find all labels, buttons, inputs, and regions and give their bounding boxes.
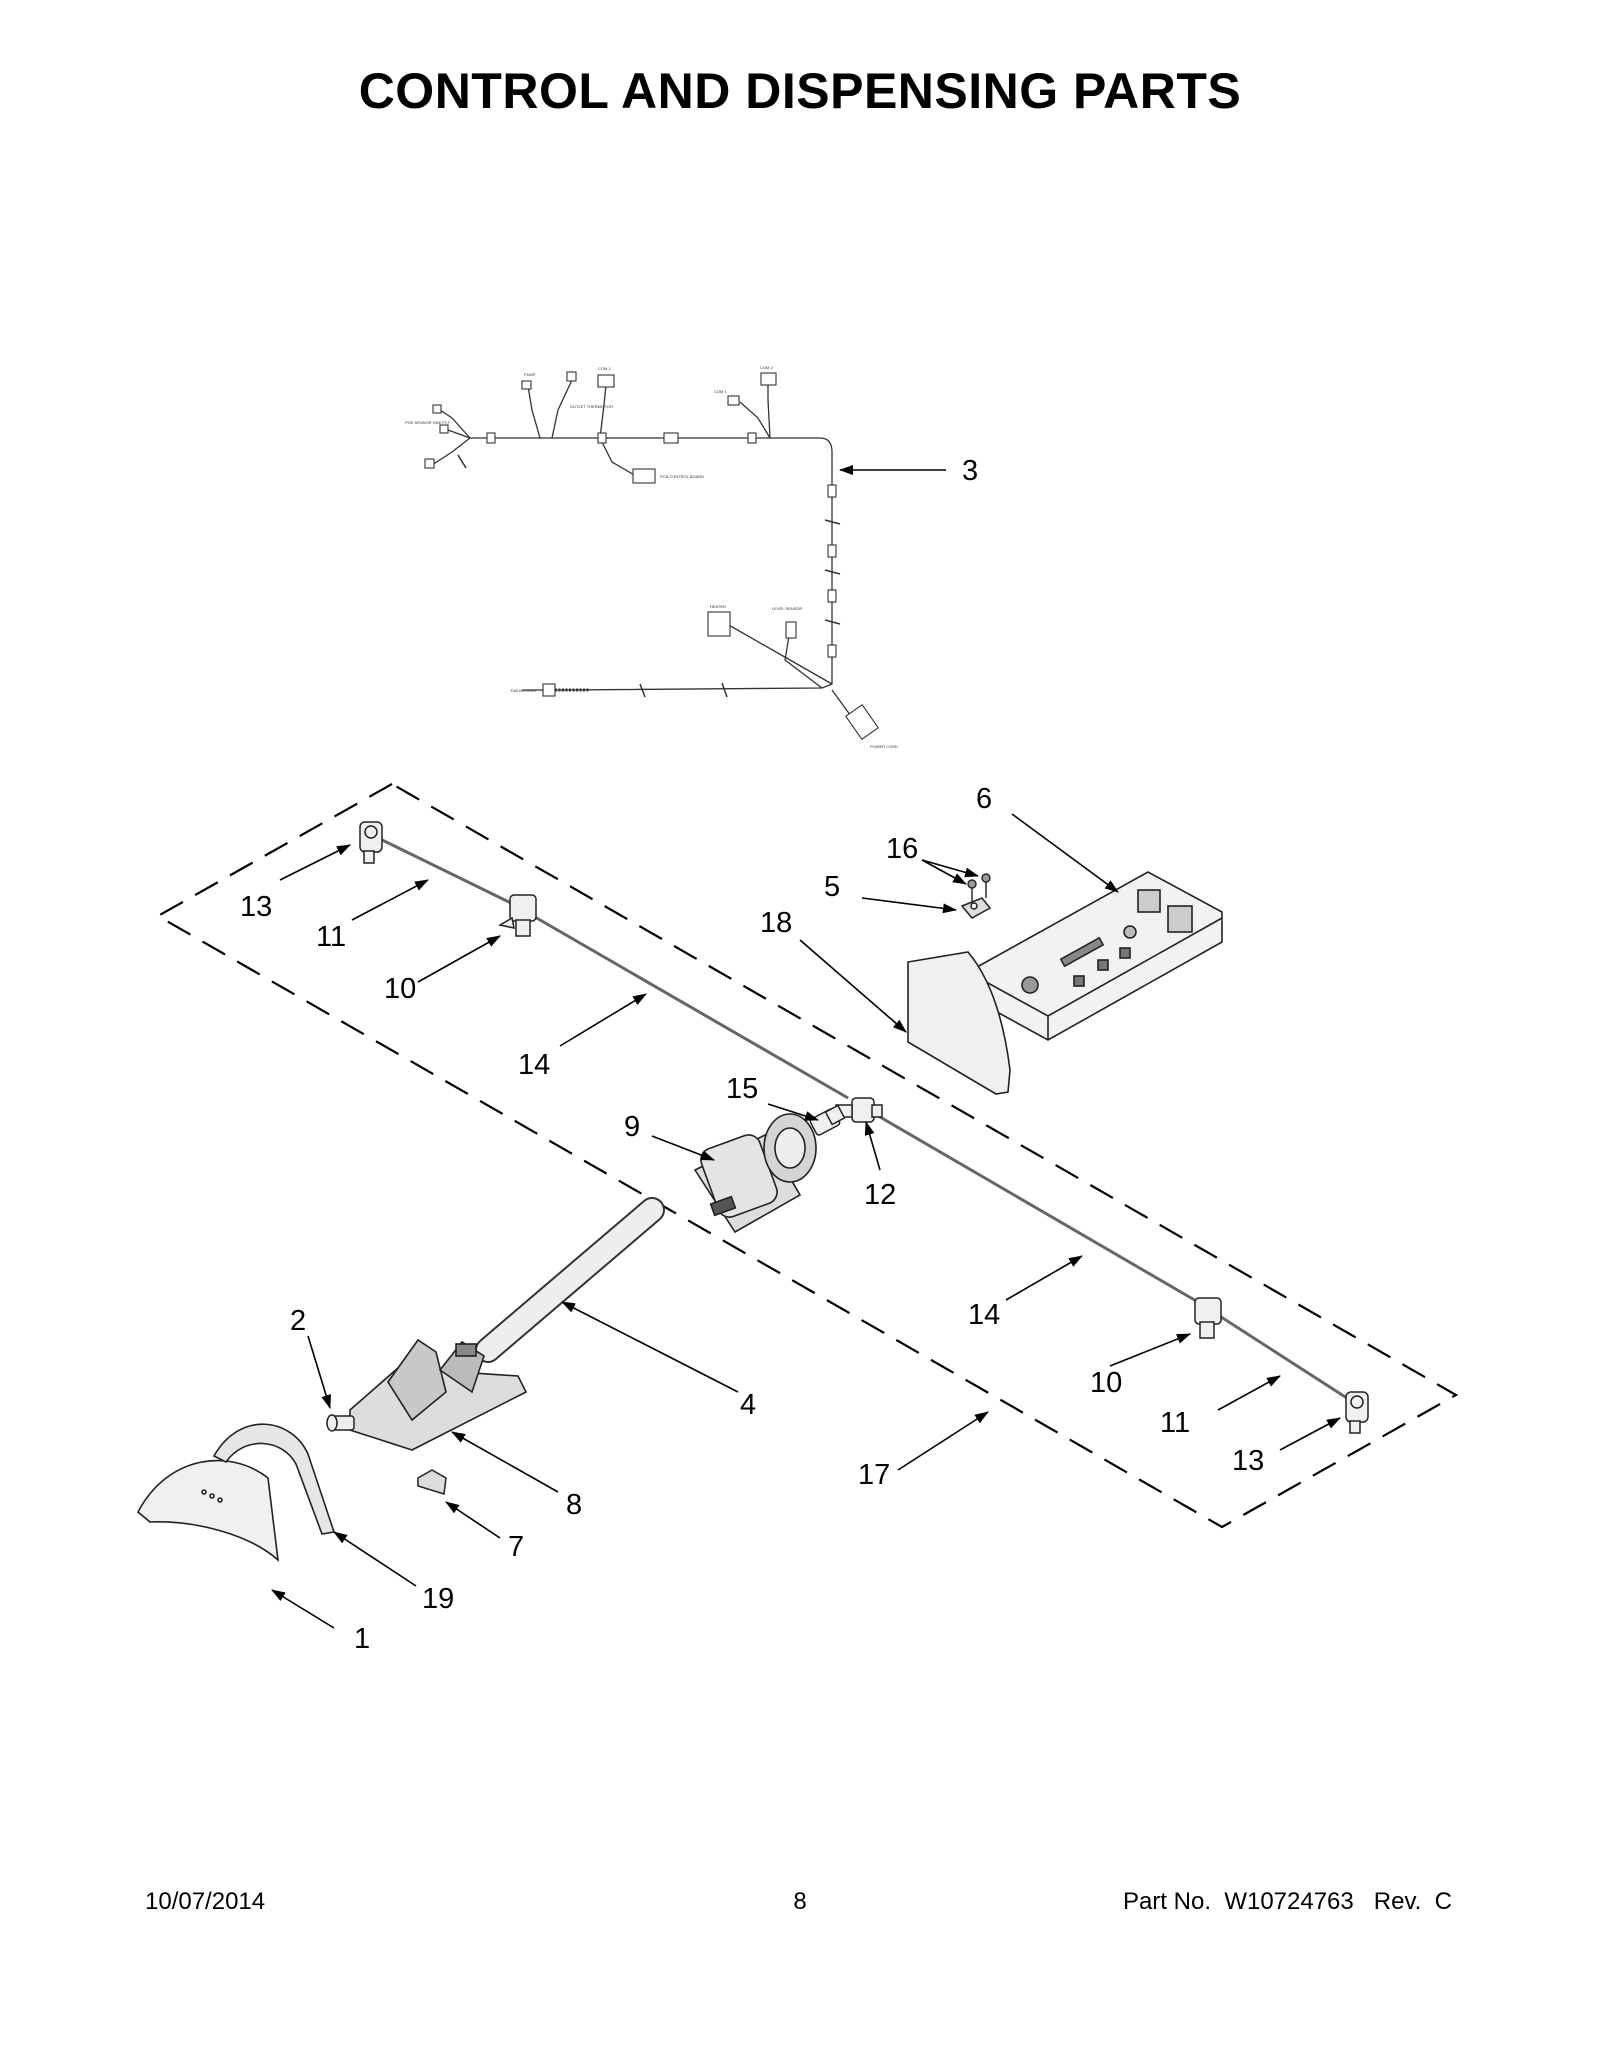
leader-10b [1109, 1333, 1191, 1367]
callout-15: 15 [726, 1073, 758, 1105]
leader-17 [897, 1411, 989, 1471]
callout-3: 3 [962, 455, 978, 487]
callout-16: 16 [886, 833, 918, 865]
wire-harness [431, 379, 861, 729]
leader-14a [559, 993, 647, 1047]
dispenser-clip [417, 1469, 447, 1495]
board-shield [907, 951, 1011, 1095]
dispenser-knob [326, 1414, 355, 1432]
harness-label: HEATER [710, 604, 726, 609]
mounting-bracket [960, 897, 992, 919]
footer-date: 10/07/2014 [145, 1888, 266, 1915]
leader-8 [451, 1431, 559, 1493]
harness-label: COM 1 [714, 389, 727, 394]
callout-numbers: 13 11 10 14 3 6 16 5 18 15 9 12 14 10 11… [240, 455, 1264, 1655]
callout-4: 4 [740, 1389, 756, 1421]
leader-10a [417, 935, 501, 983]
harness-label: TUB BLOWER [510, 688, 537, 693]
harness-label: OUTLET THERMISTOR [570, 404, 613, 409]
leader-16a [921, 859, 967, 885]
tee-fitting-lower [1194, 1297, 1222, 1339]
leader-18 [799, 939, 907, 1033]
tee-fitting-top [497, 894, 537, 937]
harness-label: COM 2 [760, 365, 773, 370]
harness-wire-labels: PGE SENSOR ONE FCT PUMP COM 1 COM 2 OUTL… [405, 365, 898, 749]
leader-5 [861, 897, 957, 914]
leader-7 [445, 1501, 501, 1539]
harness-label: PUMP [524, 372, 536, 377]
callout-9: 9 [624, 1111, 640, 1143]
callout-13: 13 [1232, 1445, 1264, 1477]
drain-hose [475, 1197, 665, 1363]
leader-lines [271, 465, 1341, 1629]
leader-4 [561, 1301, 739, 1393]
trim-arc-inner [212, 1423, 336, 1535]
leader-6 [1011, 813, 1119, 893]
callout-8: 8 [566, 1489, 582, 1521]
harness-label: COM 1 [598, 366, 611, 371]
callout-10: 10 [1090, 1367, 1122, 1399]
control-board [967, 871, 1223, 1041]
harness-label: PCB CONTROL BOARD [660, 474, 704, 479]
callout-6: 6 [976, 783, 992, 815]
callout-19: 19 [422, 1583, 454, 1615]
leader-15 [767, 1103, 819, 1121]
callout-14: 14 [518, 1049, 550, 1081]
callout-11: 11 [1160, 1407, 1190, 1439]
callout-11: 11 [316, 921, 346, 953]
leader-11b [1217, 1375, 1281, 1411]
dashed-assembly-outline [155, 782, 1459, 1529]
harness-label: POWER CORD [870, 744, 898, 749]
trim-arc-outer [136, 1459, 280, 1563]
callout-18: 18 [760, 907, 792, 939]
leader-19 [333, 1531, 417, 1587]
callout-5: 5 [824, 871, 840, 903]
leader-14b [1005, 1255, 1083, 1301]
harness-label: LEVEL SENSOR [772, 606, 802, 611]
screws [967, 873, 991, 904]
leader-2 [307, 1335, 331, 1409]
harness-ties [457, 454, 841, 698]
page-title: CONTROL AND DISPENSING PARTS [358, 63, 1242, 119]
footer-page-number: 8 [793, 1888, 807, 1915]
callout-17: 17 [858, 1459, 890, 1491]
callout-14: 14 [968, 1299, 1000, 1331]
callout-10: 10 [384, 973, 416, 1005]
leader-1 [271, 1589, 335, 1629]
callout-7: 7 [508, 1531, 524, 1563]
leader-13a [279, 844, 351, 881]
callout-2: 2 [290, 1305, 306, 1337]
water-tube-assembly [373, 834, 1351, 1402]
leader-13b [1279, 1417, 1341, 1451]
harness-label: PGE SENSOR ONE FCT [405, 420, 451, 425]
leader-9 [651, 1135, 715, 1161]
elbow-fitting-top [359, 821, 383, 864]
leader-12 [864, 1121, 881, 1171]
footer-part-number: Part No. W10724763 Rev. C [1122, 1888, 1452, 1915]
callout-12: 12 [864, 1179, 896, 1211]
harness-connectors [424, 371, 879, 740]
callout-1: 1 [354, 1623, 370, 1655]
callout-13: 13 [240, 891, 272, 923]
dispenser-housing [349, 1338, 528, 1451]
elbow-fitting-lower [1345, 1391, 1369, 1434]
pump-adapter [809, 1104, 846, 1136]
pump-motor [693, 1113, 817, 1234]
leader-16b [921, 859, 979, 878]
leader-11a [351, 879, 429, 921]
